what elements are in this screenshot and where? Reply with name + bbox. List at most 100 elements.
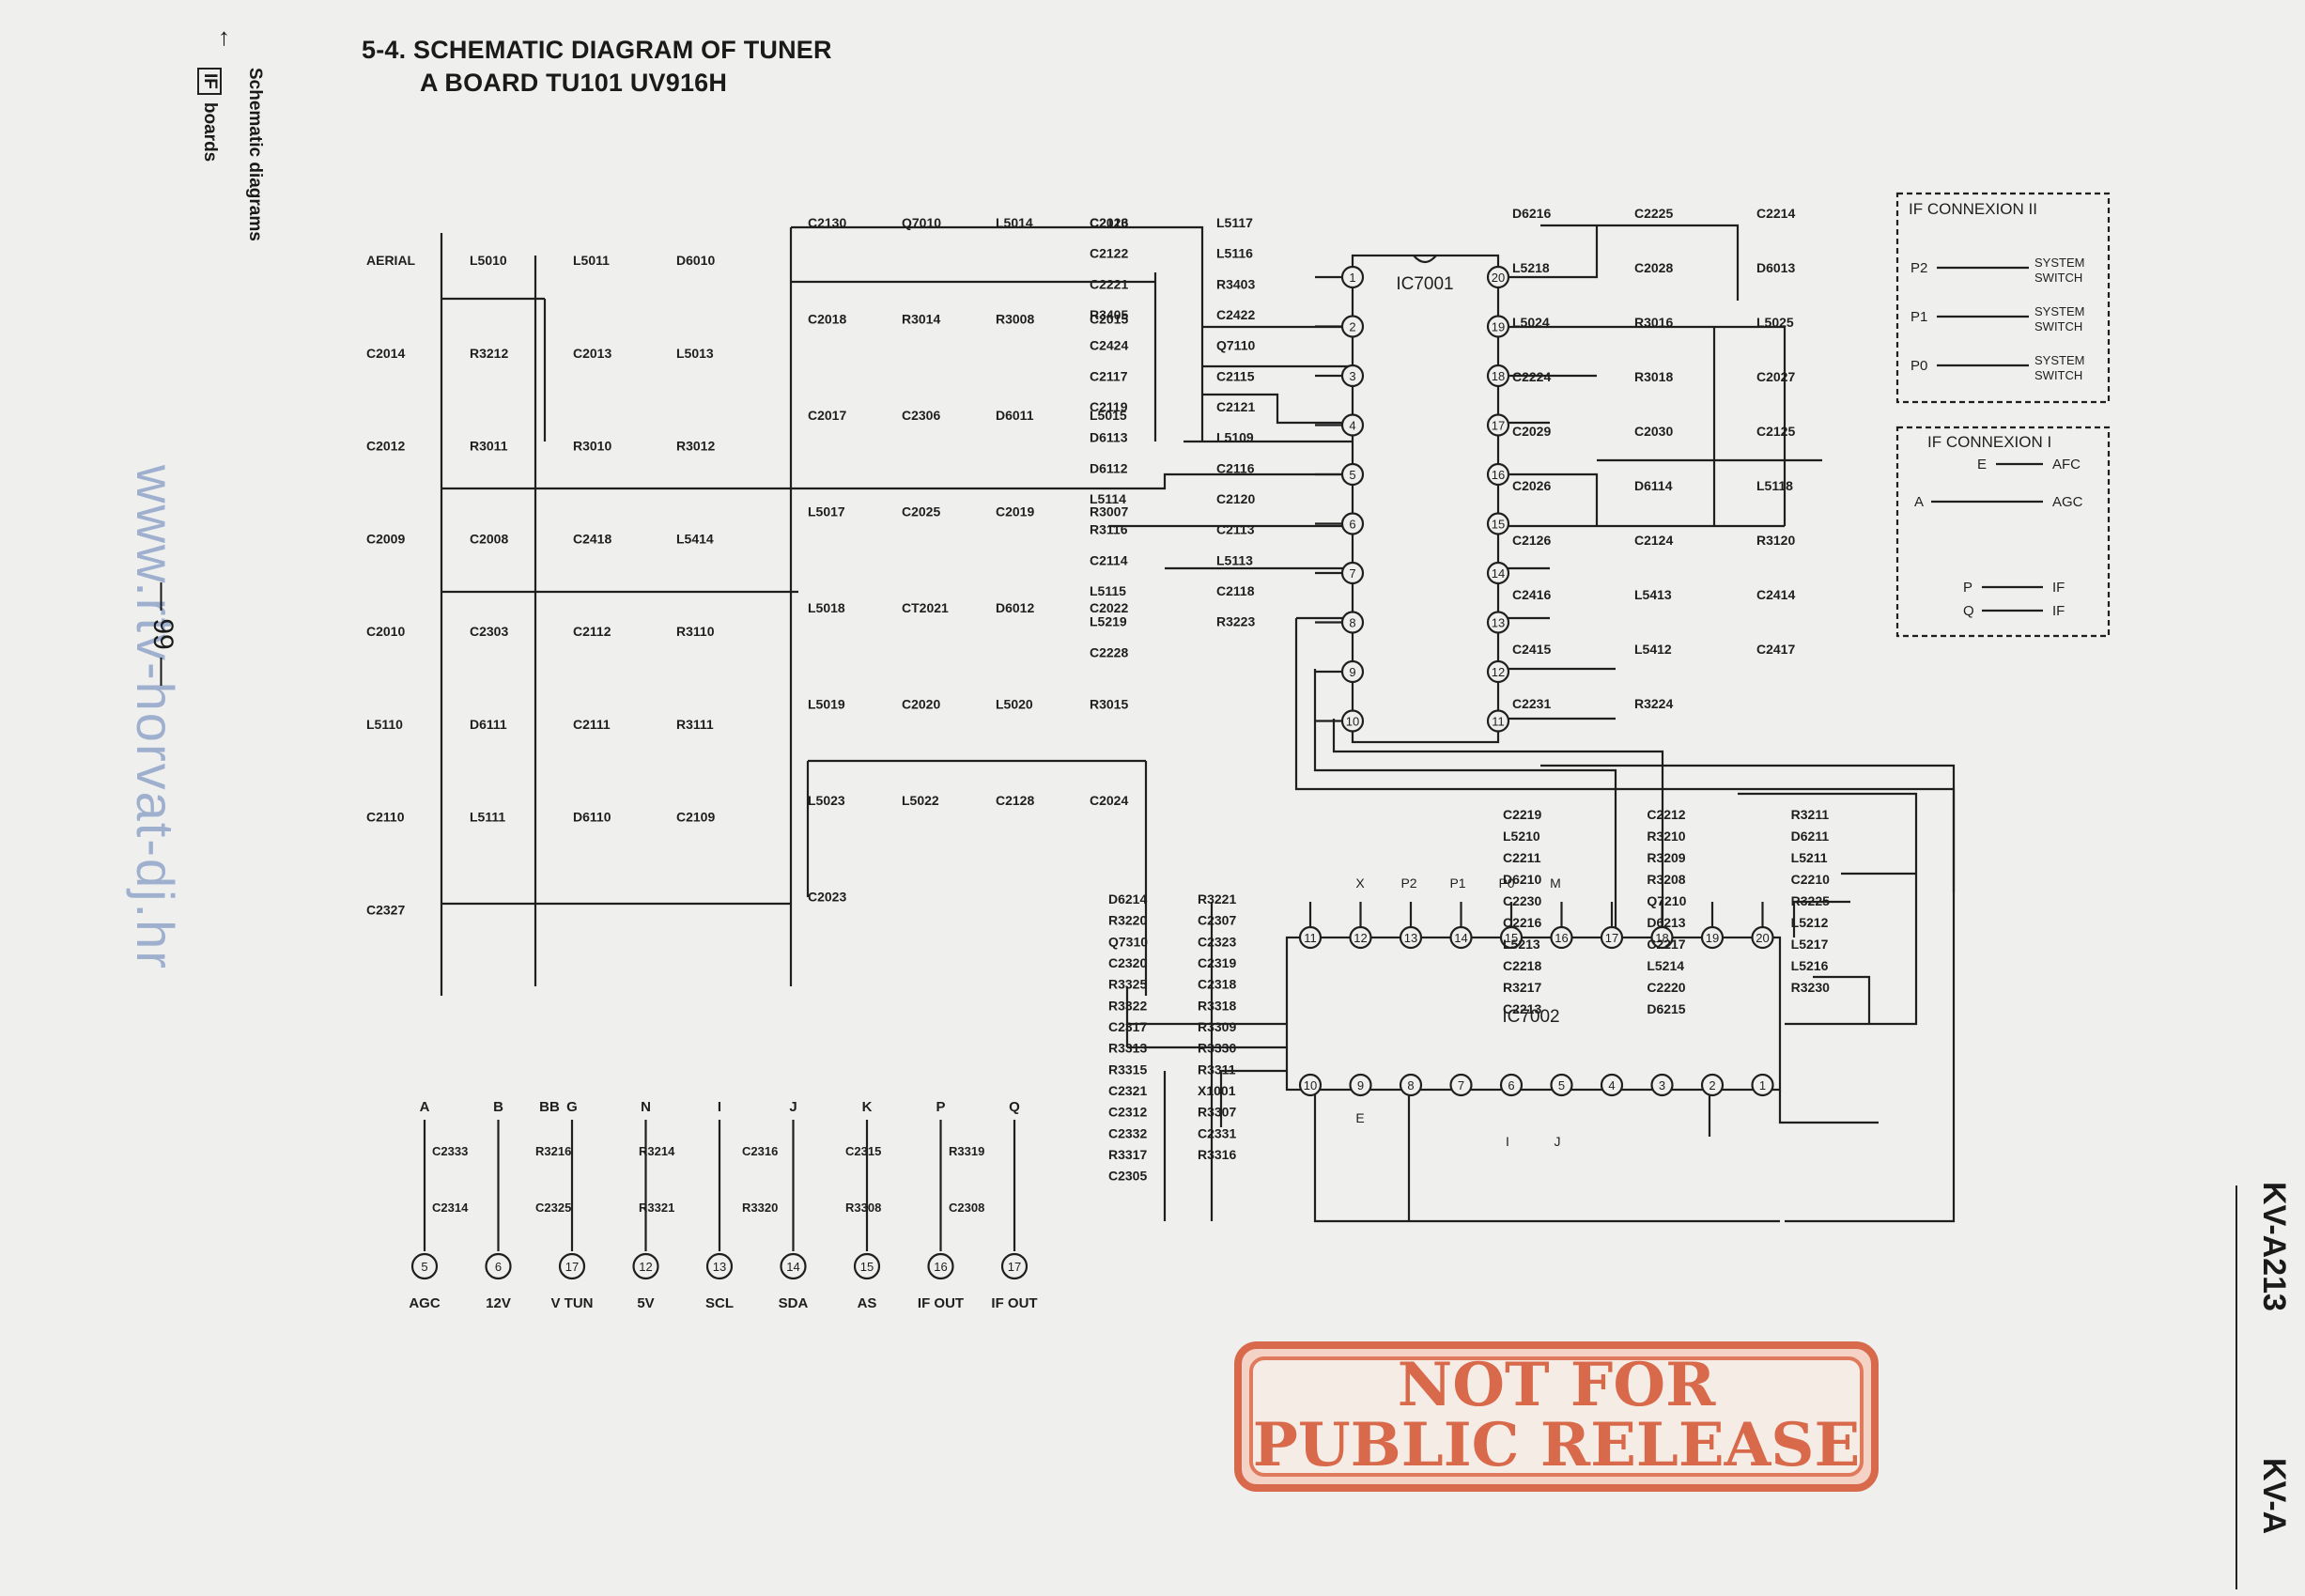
- component-label: R3313: [1108, 1041, 1147, 1056]
- component-label: L5413: [1634, 587, 1672, 602]
- component-label: R3208: [1647, 872, 1685, 887]
- component-label: C2414: [1756, 587, 1795, 602]
- component-label: R3317: [1108, 1147, 1147, 1162]
- component-label: C2318: [1198, 977, 1236, 992]
- terminal-top-label: B: [493, 1099, 503, 1115]
- ic7002-pin: [1399, 1073, 1423, 1097]
- component-label: C2024: [1090, 793, 1128, 808]
- component-label: C2327: [366, 902, 405, 917]
- ic7001-pin: [1486, 512, 1510, 535]
- title-line-1: 5-4. SCHEMATIC DIAGRAM OF TUNER: [362, 36, 832, 64]
- component-label: R3220: [1108, 913, 1147, 928]
- component-label: C2228: [1090, 644, 1128, 659]
- component-label: R3330: [1198, 1041, 1236, 1056]
- terminal-top-label: I: [718, 1099, 721, 1115]
- component-label: C2220: [1647, 980, 1685, 995]
- ic7001-pin: [1486, 413, 1510, 437]
- component-label: R3016: [1634, 315, 1673, 330]
- component-label: Q7010: [902, 215, 941, 230]
- ic7002-pin-label: 15: [1505, 931, 1518, 945]
- component-label: D6111: [470, 717, 507, 732]
- ic7001-pin-label: 13: [1492, 616, 1505, 630]
- component-label: D6010: [676, 253, 715, 268]
- ic7001-pin-label: 11: [1492, 715, 1505, 729]
- component-label: C2230: [1503, 893, 1541, 908]
- terminal-name: AGC: [409, 1295, 441, 1311]
- terminal-pin-number: 5: [421, 1260, 427, 1274]
- terminal-name: SDA: [779, 1295, 809, 1311]
- ic7002-pin-label: 1: [1759, 1078, 1766, 1092]
- terminal-top-label: J: [789, 1099, 797, 1115]
- component-label: C2415: [1512, 642, 1551, 657]
- component-label: L5109: [1216, 430, 1254, 445]
- ic7001-pin-label: 20: [1492, 271, 1505, 285]
- if-connexion-pin: E: [1977, 457, 1987, 473]
- component-label: C2018: [808, 312, 846, 327]
- terminal-top-label: Q: [1009, 1099, 1020, 1115]
- terminal-pin: [558, 1252, 586, 1280]
- ic7002-pin-label: 5: [1558, 1078, 1565, 1092]
- ic7002-signal-label: P1: [1449, 875, 1465, 891]
- component-label: C2332: [1108, 1125, 1147, 1140]
- terminal-pin: [410, 1252, 439, 1280]
- ic7002-signal-label: J: [1555, 1134, 1561, 1149]
- component-label: C2029: [1512, 424, 1551, 439]
- bottom-part-label: C2315: [845, 1144, 881, 1158]
- component-label: C2027: [1756, 369, 1795, 384]
- component-label: R3012: [676, 439, 715, 454]
- bottom-part-label: R3308: [845, 1201, 881, 1215]
- bottom-part-label: C2325: [535, 1201, 571, 1215]
- component-label: C2010: [366, 624, 405, 639]
- component-label: L5116: [1216, 246, 1253, 261]
- component-label: C2118: [1216, 583, 1255, 598]
- component-label: C2125: [1756, 424, 1795, 439]
- component-label: D6011: [996, 408, 1034, 423]
- ic7002-pin-label: 8: [1407, 1078, 1414, 1092]
- arrow-up-icon: ↑: [218, 23, 230, 51]
- component-label: C2214: [1756, 206, 1795, 221]
- terminal-name: IF OUT: [991, 1295, 1037, 1311]
- if-connexion-pin: P2: [1911, 260, 1927, 276]
- terminal-top-label: A: [420, 1099, 430, 1115]
- ic7001-pin: [1486, 659, 1510, 684]
- component-label: L5210: [1503, 829, 1540, 844]
- component-label: L5023: [808, 793, 845, 808]
- if-connexion-pin: P0: [1911, 358, 1927, 374]
- component-label: R3405: [1090, 307, 1128, 322]
- ic7001-pin: [1486, 561, 1510, 585]
- model-divider: [2235, 1185, 2237, 1589]
- ic7002-pin-label: 19: [1706, 931, 1719, 945]
- component-label: R3010: [573, 439, 611, 454]
- component-label: D6215: [1647, 1001, 1685, 1016]
- component-label: C2117: [1090, 368, 1128, 383]
- component-label: C2110: [366, 810, 405, 825]
- component-label: L5022: [902, 793, 939, 808]
- component-label: C2312: [1108, 1105, 1147, 1120]
- component-label: C2424: [1090, 338, 1128, 353]
- if-connexion-2-title: IF CONNEXION II: [1909, 200, 2037, 218]
- component-label: D6211: [1791, 829, 1830, 844]
- component-label: C2323: [1198, 934, 1236, 949]
- component-label: C2210: [1791, 872, 1830, 887]
- component-label: C2225: [1634, 206, 1673, 221]
- component-label: C2015: [1090, 312, 1128, 327]
- ic7001-pin: [1486, 315, 1510, 338]
- component-label: R3007: [1090, 504, 1128, 519]
- terminal-name: AS: [858, 1295, 877, 1311]
- if-connexion-label: SYSTEM: [2034, 353, 2084, 367]
- component-label: C2211: [1503, 850, 1541, 865]
- component-label: L5113: [1216, 552, 1253, 567]
- component-label: L5217: [1791, 937, 1829, 952]
- component-label: C2008: [470, 531, 508, 546]
- component-label: D6214: [1108, 891, 1147, 906]
- terminal-name: IF OUT: [918, 1295, 964, 1311]
- component-label: C2009: [366, 531, 405, 546]
- component-label: Q7310: [1108, 934, 1148, 949]
- component-label: C2320: [1108, 955, 1147, 970]
- ic7002-pin: [1499, 1073, 1524, 1097]
- ic7002-pin-label: 16: [1555, 931, 1568, 945]
- component-label: C2013: [573, 346, 611, 361]
- component-label: C2016: [1090, 215, 1128, 230]
- component-label: C2217: [1647, 937, 1685, 952]
